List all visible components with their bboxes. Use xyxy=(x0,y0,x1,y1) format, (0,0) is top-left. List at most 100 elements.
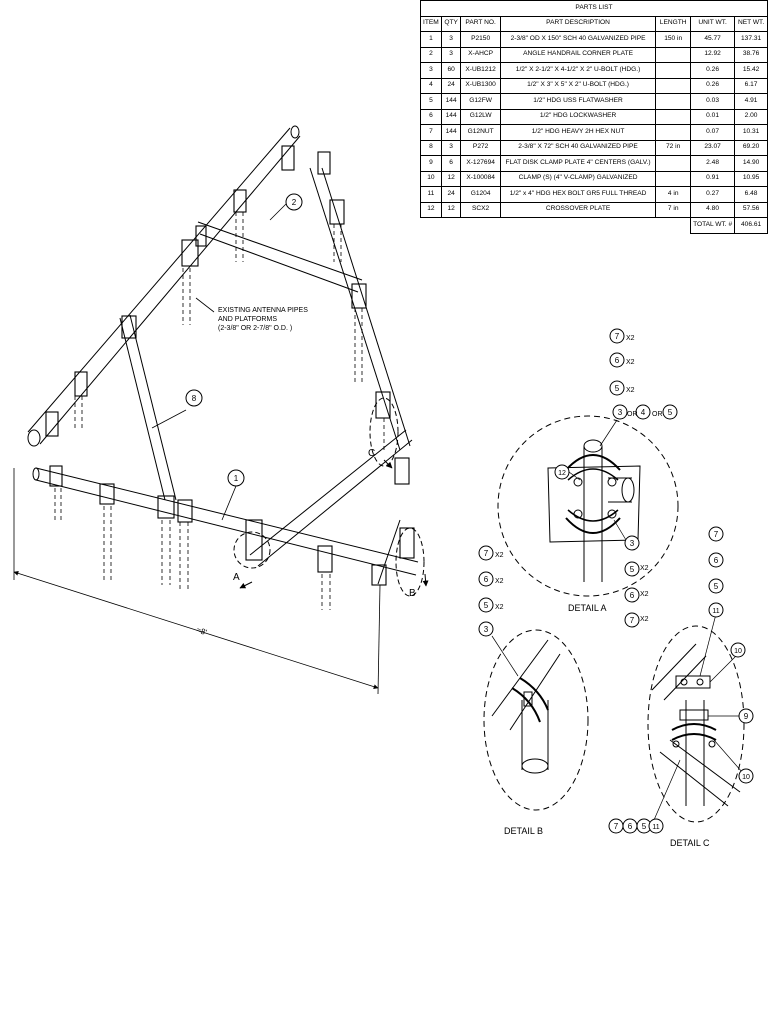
cell-item: 2 xyxy=(420,46,442,63)
detail-c-bottom-3: 5 xyxy=(642,822,647,831)
cell-item: 12 xyxy=(420,201,442,218)
cell-unit-wt: 0.91 xyxy=(690,170,736,187)
note-leader xyxy=(195,297,215,313)
detail-a-x2-2: X2 xyxy=(626,359,635,366)
cell-net-wt: 10.95 xyxy=(734,170,768,187)
cell-unit-wt: 0.26 xyxy=(690,77,736,94)
cell-qty: 144 xyxy=(440,93,462,110)
detail-b-x2-2: X2 xyxy=(495,578,504,585)
detail-a-x2-3: X2 xyxy=(626,387,635,394)
cell-part-no: X-UB1300 xyxy=(460,77,501,94)
cell-length xyxy=(655,62,692,79)
detail-c-bottom-1: 7 xyxy=(614,822,619,831)
cell-description: 1/2" X 2-1/2" X 4-1/2" X 2" U-BOLT (HDG.… xyxy=(499,62,657,79)
callout-1-bubble xyxy=(227,469,245,487)
cell-qty: 6 xyxy=(440,155,462,172)
cell-part-no: P272 xyxy=(460,139,501,156)
total-blank xyxy=(421,218,691,234)
cell-part-no: G1204 xyxy=(460,186,501,203)
detail-marker-c: C xyxy=(368,448,375,459)
cell-part-no: G12NUT xyxy=(460,124,501,141)
detail-a-right-4: 7 xyxy=(630,616,635,625)
cell-part-no: G12LW xyxy=(460,108,501,125)
callout-2-bubble xyxy=(285,193,303,211)
detail-c-circle xyxy=(647,625,745,823)
cell-description: 2-3/8" X 72" SCH 40 GALVANIZED PIPE xyxy=(499,139,657,156)
cell-qty: 3 xyxy=(440,46,462,63)
cell-qty: 3 xyxy=(440,31,462,48)
detail-circle-c xyxy=(369,397,399,467)
cell-description: FLAT DISK CLAMP PLATE 4" CENTERS (GALV.) xyxy=(499,155,657,172)
detail-a-right-2: 5 xyxy=(630,565,635,574)
cell-unit-wt: 4.80 xyxy=(690,201,736,218)
detail-b-item-2: 6 xyxy=(484,575,489,584)
parts-list-title-row: PARTS LIST xyxy=(420,0,768,17)
cell-item: 5 xyxy=(420,93,442,110)
cell-length: 150 in xyxy=(655,31,692,48)
cell-unit-wt: 23.07 xyxy=(690,139,736,156)
detail-c-top-4: 11 xyxy=(712,608,719,615)
header-qty: QTY xyxy=(440,15,462,32)
cell-qty: 144 xyxy=(440,124,462,141)
detail-a-rx2-1: X2 xyxy=(640,565,649,572)
cell-description: 1/2" x 4" HDG HEX BOLT GR5 FULL THREAD xyxy=(499,186,657,203)
cell-description: 2-3/8" OD X 150" SCH 40 GALVANIZED PIPE xyxy=(499,31,657,48)
detail-a-or-2: OR xyxy=(652,411,663,418)
cell-length xyxy=(655,124,692,141)
detail-c-title: DETAIL C xyxy=(670,838,710,848)
cell-description: 1/2" HDG USS FLATWASHER xyxy=(499,93,657,110)
header-unit-wt: UNIT WT. xyxy=(690,15,736,32)
cell-length: 72 in xyxy=(655,139,692,156)
header-item: ITEM xyxy=(420,15,442,32)
detail-c-bottom-2: 6 xyxy=(628,822,633,831)
detail-a-top-3: 5 xyxy=(615,384,620,393)
cell-length xyxy=(655,93,692,110)
detail-c-bubbles xyxy=(608,526,754,834)
detail-c-bottom-4: 11 xyxy=(652,824,659,831)
note-line-1: EXISTING ANTENNA PIPES xyxy=(218,307,308,314)
detail-b-item-4: 3 xyxy=(484,625,489,634)
cell-part-no: X-127694 xyxy=(460,155,501,172)
cell-net-wt: 57.56 xyxy=(734,201,768,218)
cell-net-wt: 10.31 xyxy=(734,124,768,141)
cell-net-wt: 14.90 xyxy=(734,155,768,172)
clamp-blocks xyxy=(45,145,415,586)
cell-net-wt: 2.00 xyxy=(734,108,768,125)
cell-description: CROSSOVER PLATE xyxy=(499,201,657,218)
detail-c-view xyxy=(647,613,745,823)
cell-part-no: X-100084 xyxy=(460,170,501,187)
header-net-wt: NET WT. xyxy=(734,15,768,32)
cell-item: 11 xyxy=(420,186,442,203)
cell-unit-wt: 0.27 xyxy=(690,186,736,203)
cell-net-wt: 4.91 xyxy=(734,93,768,110)
detail-a-top-1: 7 xyxy=(615,332,620,341)
pipe-back-diagonal xyxy=(309,167,411,451)
cell-part-no: G12FW xyxy=(460,93,501,110)
cell-description: ANGLE HANDRAIL CORNER PLATE xyxy=(499,46,657,63)
cell-item: 6 xyxy=(420,108,442,125)
pipe-front-diagonal xyxy=(377,519,401,585)
cell-qty: 60 xyxy=(440,62,462,79)
cell-length xyxy=(655,46,692,63)
cell-length xyxy=(655,170,692,187)
detail-c-top-2: 6 xyxy=(714,556,719,565)
pipe-cross-8 xyxy=(119,314,177,501)
cell-unit-wt: 0.03 xyxy=(690,93,736,110)
cell-net-wt: 6.17 xyxy=(734,77,768,94)
detail-a-right-1: 3 xyxy=(630,539,635,548)
cell-description: CLAMP (S) (4" V-CLAMP) GALVANIZED xyxy=(499,170,657,187)
cell-unit-wt: 0.07 xyxy=(690,124,736,141)
detail-circle-a xyxy=(233,531,271,569)
header-length: LENGTH xyxy=(655,15,692,32)
cell-net-wt: 38.76 xyxy=(734,46,768,63)
dimension-label: ≈8' xyxy=(195,625,208,637)
cell-part-no: P2150 xyxy=(460,31,501,48)
detail-marker-b: B xyxy=(409,588,416,599)
cell-part-no: X-AHCP xyxy=(460,46,501,63)
note-line-3: (2-3/8" OR 2-7/8" O.D. ) xyxy=(218,325,292,332)
detail-marker-a: A xyxy=(233,572,240,583)
detail-a-alt-3: 5 xyxy=(668,408,673,417)
